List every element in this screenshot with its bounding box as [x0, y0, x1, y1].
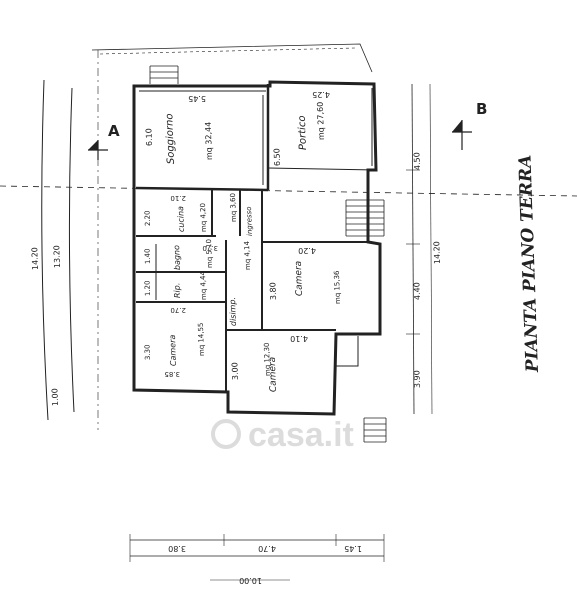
dim-right-top: 4.50 — [412, 152, 422, 170]
room-height: 3.30 — [143, 344, 152, 360]
room-camera-right: Camera mq 15,36 4.20 3.80 — [268, 246, 342, 304]
room-bottom: 3.85 — [164, 370, 180, 378]
room-width: 3.70 — [202, 244, 218, 252]
room-area: mq 27,60 — [316, 102, 326, 141]
room-height: 1.20 — [143, 280, 152, 296]
room-area: mq 32,44 — [204, 122, 214, 161]
dim-left-small: 1.00 — [50, 388, 60, 406]
room-width: 4.25 — [312, 90, 330, 99]
room-area: mq 14,55 — [197, 322, 206, 356]
room-bagno: bagno mq 5,10 3.70 1.40 — [143, 239, 218, 270]
room-height: 6.50 — [272, 148, 282, 166]
watermark: casa.it — [248, 416, 354, 454]
room-width: 5.45 — [188, 94, 206, 103]
room-name: Portico — [297, 115, 309, 150]
room-width: 2.10 — [170, 194, 186, 202]
room-name: ingresso — [245, 206, 254, 236]
dim-bottom-b: 4.70 — [258, 544, 276, 553]
dim-left-inner: 13.20 — [52, 245, 62, 268]
room-soggiorno: Soggiorno mq 32,44 5.45 6.10 — [144, 94, 214, 164]
room-name: Soggiorno — [164, 113, 177, 164]
room-area: mq 4,20 — [199, 203, 208, 232]
dim-bottom-c: 1.45 — [344, 544, 362, 553]
dimensions: 14.20 13.20 1.00 4.50 4.40 3.90 14.20 3.… — [30, 152, 442, 585]
room-width: 4.20 — [298, 246, 316, 255]
room-height: 1.40 — [143, 248, 152, 264]
room-area: mq 4,44 — [199, 270, 208, 300]
room-name: cucina — [176, 206, 186, 232]
room-name: Camera — [268, 357, 279, 393]
room-ingresso: ingresso mq 3,60 — [229, 193, 254, 236]
room-camera-bottom: Camera mq 12,30 4.10 3.00 — [230, 334, 308, 392]
room-height: 3.80 — [268, 282, 278, 300]
room-width: 4.10 — [290, 334, 308, 343]
dim-bottom-total: 10.00 — [239, 576, 262, 585]
room-portico: Portico mq 27,60 4.25 6.50 — [272, 90, 330, 166]
room-area: mq 5,10 — [205, 239, 214, 268]
dim-left-outer: 14.20 — [30, 247, 40, 270]
room-area: mq 3,60 — [229, 193, 238, 222]
room-ripostiglio: Rip. mq 4,44 1.20 — [143, 270, 208, 300]
section-label-b: B — [476, 100, 487, 118]
room-height: 6.10 — [144, 128, 154, 146]
room-area: mq 12,30 — [263, 342, 272, 376]
room-width: 2.70 — [170, 306, 186, 314]
room-name: Rip. — [172, 283, 182, 299]
room-name: Camera — [294, 261, 305, 297]
room-disimpegno: disimp. mq 4,14 — [228, 240, 252, 326]
dim-bottom-a: 3.80 — [168, 544, 186, 553]
room-name: Camera — [168, 334, 178, 366]
room-height: 2.20 — [143, 210, 152, 226]
room-cucina: cucina mq 4,20 2.10 2.20 — [143, 194, 208, 232]
dim-right-bottom: 3.90 — [412, 370, 422, 388]
room-area: mq 15,36 — [333, 270, 342, 304]
dim-right-total: 14.20 — [432, 241, 442, 264]
plan-linework — [0, 43, 577, 581]
room-name: bagno — [172, 245, 182, 270]
room-height: 3.00 — [230, 362, 240, 380]
section-label-a: A — [108, 122, 120, 140]
dim-right-mid: 4.40 — [412, 282, 422, 300]
room-area: mq 4,14 — [243, 240, 252, 270]
plan-title: PIANTA PIANO TERRA — [515, 154, 543, 373]
room-name: disimp. — [228, 297, 238, 326]
room-camera-left: Camera mq 14,55 2.70 3.30 3.85 — [143, 306, 206, 378]
watermark-logo — [211, 419, 241, 449]
